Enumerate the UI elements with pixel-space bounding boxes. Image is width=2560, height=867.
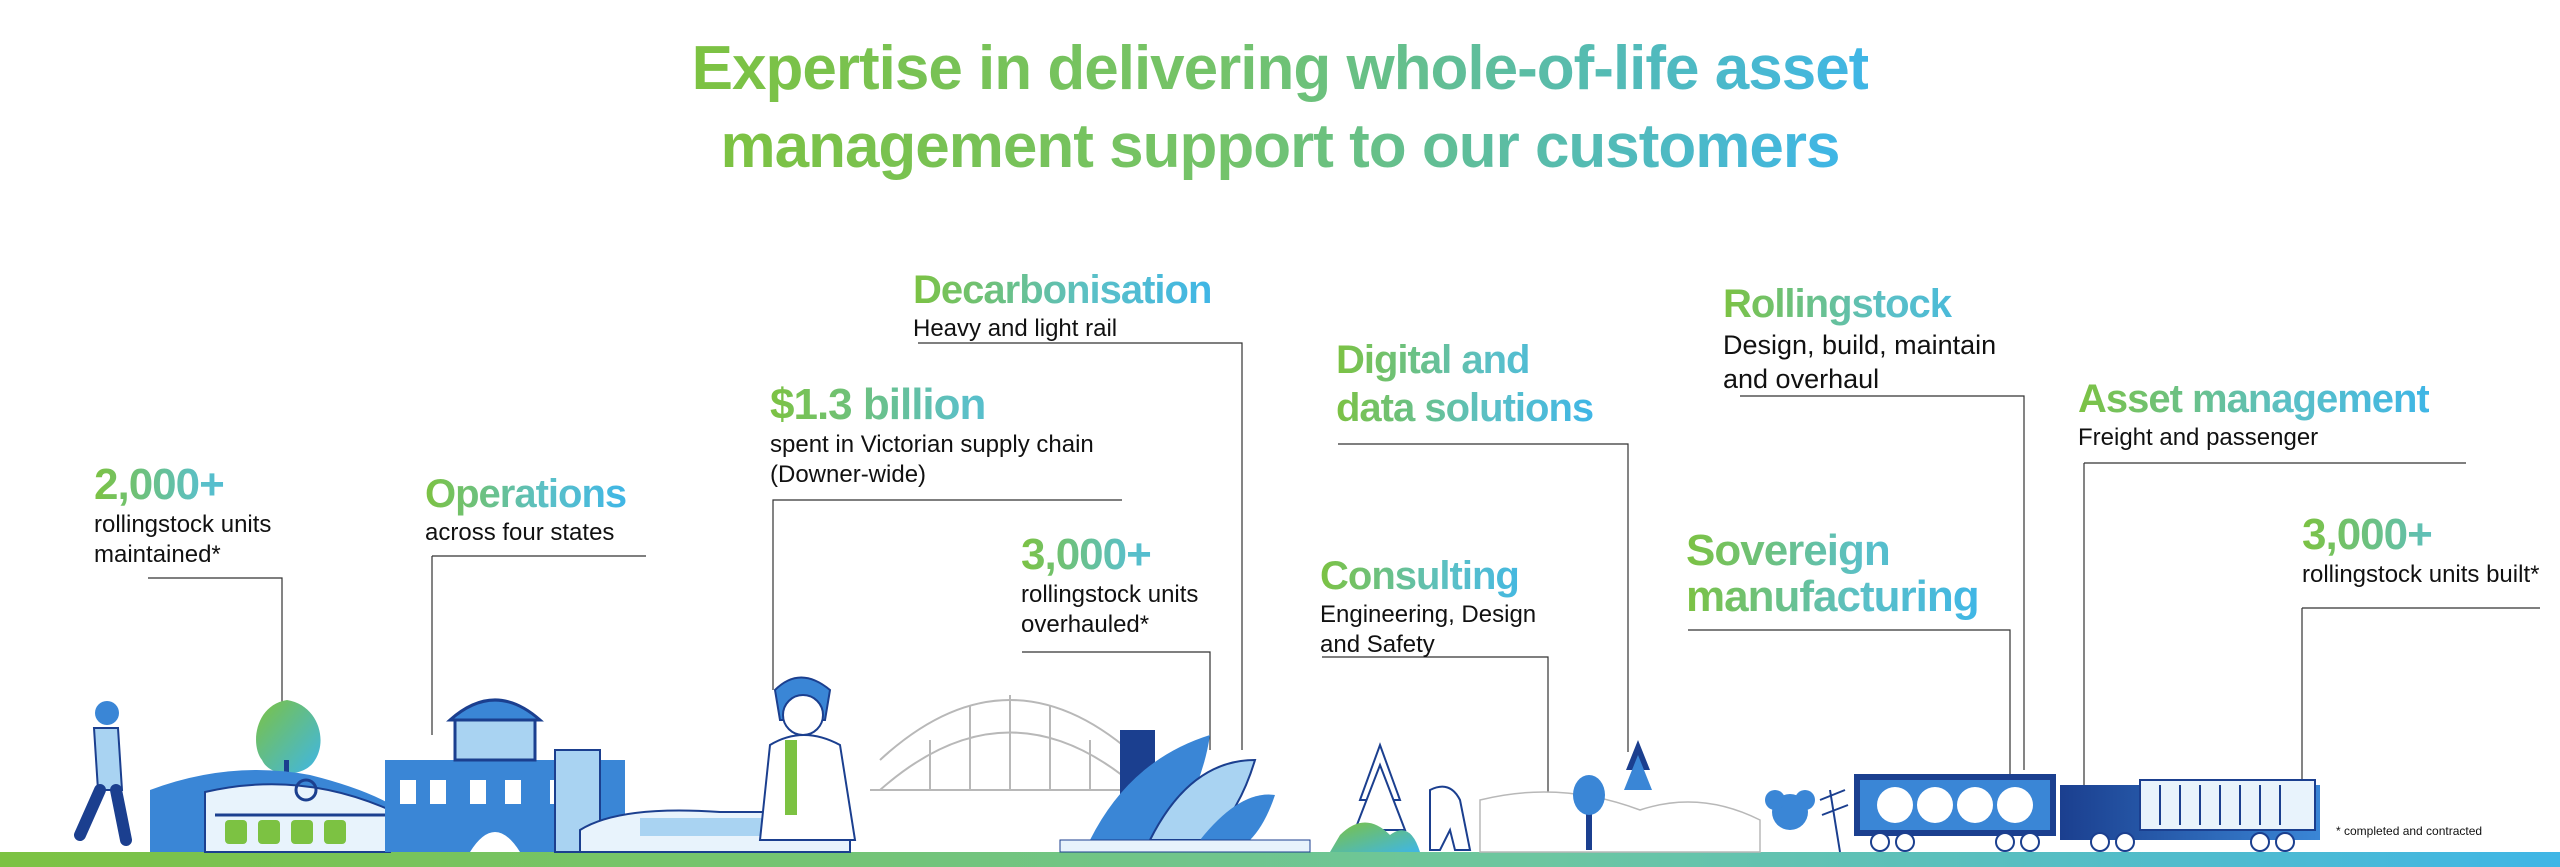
stat-value: Rollingstock bbox=[1723, 280, 1996, 328]
headline-line-2: management support to our customers bbox=[720, 112, 1840, 181]
stat-description: Freight and passenger bbox=[2078, 424, 2319, 451]
stat-overhauled: 3,000+ rollingstock units overhauled* bbox=[1021, 530, 1198, 640]
stat-description: across four states bbox=[425, 519, 615, 546]
stat-value: Digital and bbox=[1336, 336, 1593, 384]
stat-operations: Operations across four states bbox=[425, 470, 627, 548]
stat-value: Sovereign bbox=[1686, 528, 1979, 574]
stat-description: rollingstock units bbox=[94, 511, 272, 538]
train-station bbox=[150, 770, 400, 853]
opera-house bbox=[1059, 730, 1311, 853]
stat-description: (Downer-wide) bbox=[770, 461, 927, 488]
bush-scene bbox=[1330, 740, 1761, 853]
stat-value: 2,000+ bbox=[94, 460, 271, 510]
stat-description: and overhaul bbox=[1723, 364, 1880, 394]
stat-description: rollingstock units bbox=[1021, 581, 1199, 608]
stat-value: 3,000+ bbox=[1021, 530, 1198, 580]
stat-value: data solutions bbox=[1336, 386, 1594, 430]
headline-line-1: Expertise in delivering whole-of-life as… bbox=[691, 34, 1870, 103]
page-headline: Expertise in delivering whole-of-life as… bbox=[0, 30, 2560, 186]
footnote: * completed and contracted bbox=[2336, 824, 2483, 838]
stat-value: Consulting bbox=[1320, 552, 1536, 600]
locomotive bbox=[2060, 779, 2320, 852]
worker-figure bbox=[74, 701, 132, 846]
stat-value: Decarbonisation bbox=[913, 268, 1212, 312]
stat-value: 3,000+ bbox=[2302, 510, 2539, 560]
stat-description: Heavy and light rail bbox=[913, 315, 1118, 342]
stat-description: Engineering, Design bbox=[1320, 601, 1537, 628]
stat-consulting: Consulting Engineering, Design and Safet… bbox=[1320, 552, 1536, 660]
koala-and-wagon bbox=[1765, 774, 2056, 853]
stat-decarbonisation: Decarbonisation Heavy and light rail bbox=[913, 266, 1212, 344]
stat-value: manufacturing bbox=[1686, 572, 1980, 621]
stat-value: Operations bbox=[425, 472, 627, 516]
stat-supply-chain: $1.3 billion spent in Victorian supply c… bbox=[770, 380, 1094, 490]
stat-rollingstock-maintained: 2,000+ rollingstock units maintained* bbox=[94, 460, 271, 570]
stat-digital: Digital and data solutions bbox=[1336, 336, 1594, 432]
stat-sovereign: Sovereign manufacturing bbox=[1686, 528, 1980, 621]
stat-description: maintained* bbox=[94, 541, 221, 568]
stat-description: rollingstock units built* bbox=[2302, 561, 2540, 588]
stat-units-built: 3,000+ rollingstock units built* bbox=[2302, 510, 2539, 590]
stat-rollingstock: Rollingstock Design, build, maintain and… bbox=[1723, 280, 1996, 396]
engineer-figure bbox=[758, 676, 857, 841]
stat-description: Design, build, maintain bbox=[1723, 330, 1997, 360]
stat-description: spent in Victorian supply chain bbox=[770, 431, 1094, 458]
stat-description: and Safety bbox=[1320, 631, 1435, 658]
stat-value: $1.3 billion bbox=[770, 380, 1094, 430]
harbour-bridge bbox=[870, 695, 1150, 791]
stat-description: overhauled* bbox=[1021, 611, 1150, 638]
stat-asset-management: Asset management Freight and passenger bbox=[2078, 375, 2430, 453]
stat-value: Asset management bbox=[2078, 377, 2430, 421]
